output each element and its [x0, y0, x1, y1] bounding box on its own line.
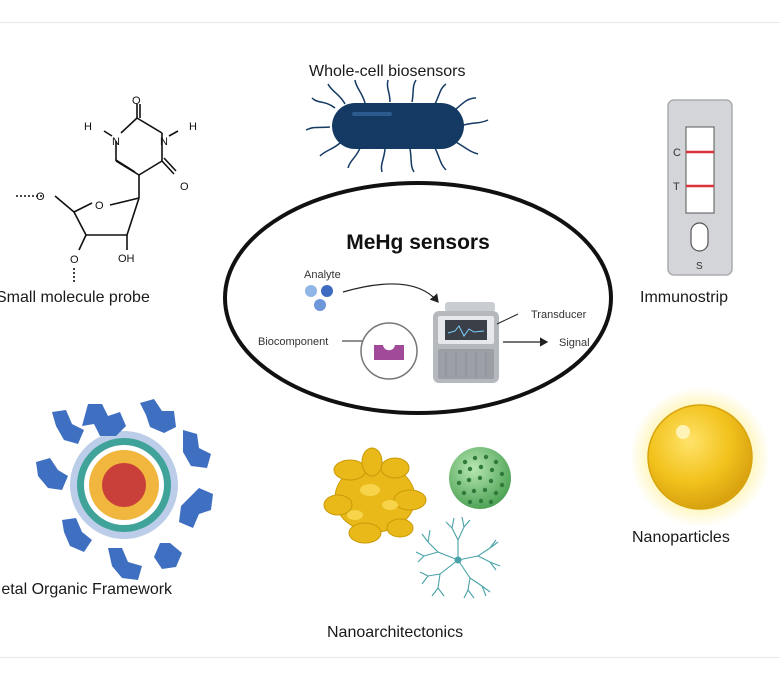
svg-text:O: O [95, 200, 104, 212]
biocomponent-label: Biocomponent [258, 336, 328, 348]
strip-s-label: S [696, 261, 703, 272]
strip-c-label: C [673, 147, 681, 159]
nanoarchitecture-dendrimer-icon [415, 516, 501, 599]
nanoarchitecture-green-sphere-icon [449, 447, 511, 509]
small-molecule-label: Small molecule probe [0, 289, 150, 306]
immunostrip-label: Immunostrip [640, 289, 729, 306]
mof-label: Metal Organic Framework [0, 581, 173, 598]
bottom-divider [0, 657, 780, 658]
svg-text:N: N [112, 136, 120, 148]
strip-t-label: T [673, 181, 680, 193]
analyte-label: Analyte [304, 269, 341, 281]
svg-text:N: N [160, 136, 168, 148]
signal-label: Signal [559, 337, 590, 349]
svg-text:OH: OH [118, 253, 135, 265]
analyte-arrow [342, 283, 439, 303]
svg-text:O: O [70, 254, 79, 266]
transducer-pointer [496, 313, 519, 325]
immunostrip-icon [667, 99, 733, 276]
molecule-atoms: O O O O O H H N N OH [36, 95, 197, 266]
svg-text:O: O [180, 181, 189, 193]
svg-text:H: H [84, 121, 92, 133]
svg-text:O: O [132, 95, 141, 107]
biocomponent-icon [374, 345, 404, 360]
nanoarchitecture-gold-icon [323, 447, 427, 544]
nanoparticle-icon [647, 404, 753, 510]
analyte-dots [305, 285, 333, 311]
center-title: MeHg sensors [346, 231, 490, 254]
molecule-structure [14, 104, 179, 284]
top-divider [0, 22, 780, 23]
nanoarch-label: Nanoarchitectonics [327, 624, 464, 641]
nanoparticles-label: Nanoparticles [632, 529, 730, 546]
svg-text:O: O [36, 191, 45, 203]
bacterium-icon [305, 79, 489, 173]
svg-text:H: H [189, 121, 197, 133]
bacterium-highlight [352, 112, 392, 116]
transducer-device-icon [433, 302, 499, 383]
central-ellipse [223, 181, 613, 415]
mof-icon [36, 399, 213, 580]
nanoparticle-highlight [676, 425, 690, 439]
transducer-label: Transducer [531, 309, 587, 321]
bacterium-body [332, 103, 464, 149]
whole-cell-label: Whole-cell biosensors [309, 63, 466, 80]
